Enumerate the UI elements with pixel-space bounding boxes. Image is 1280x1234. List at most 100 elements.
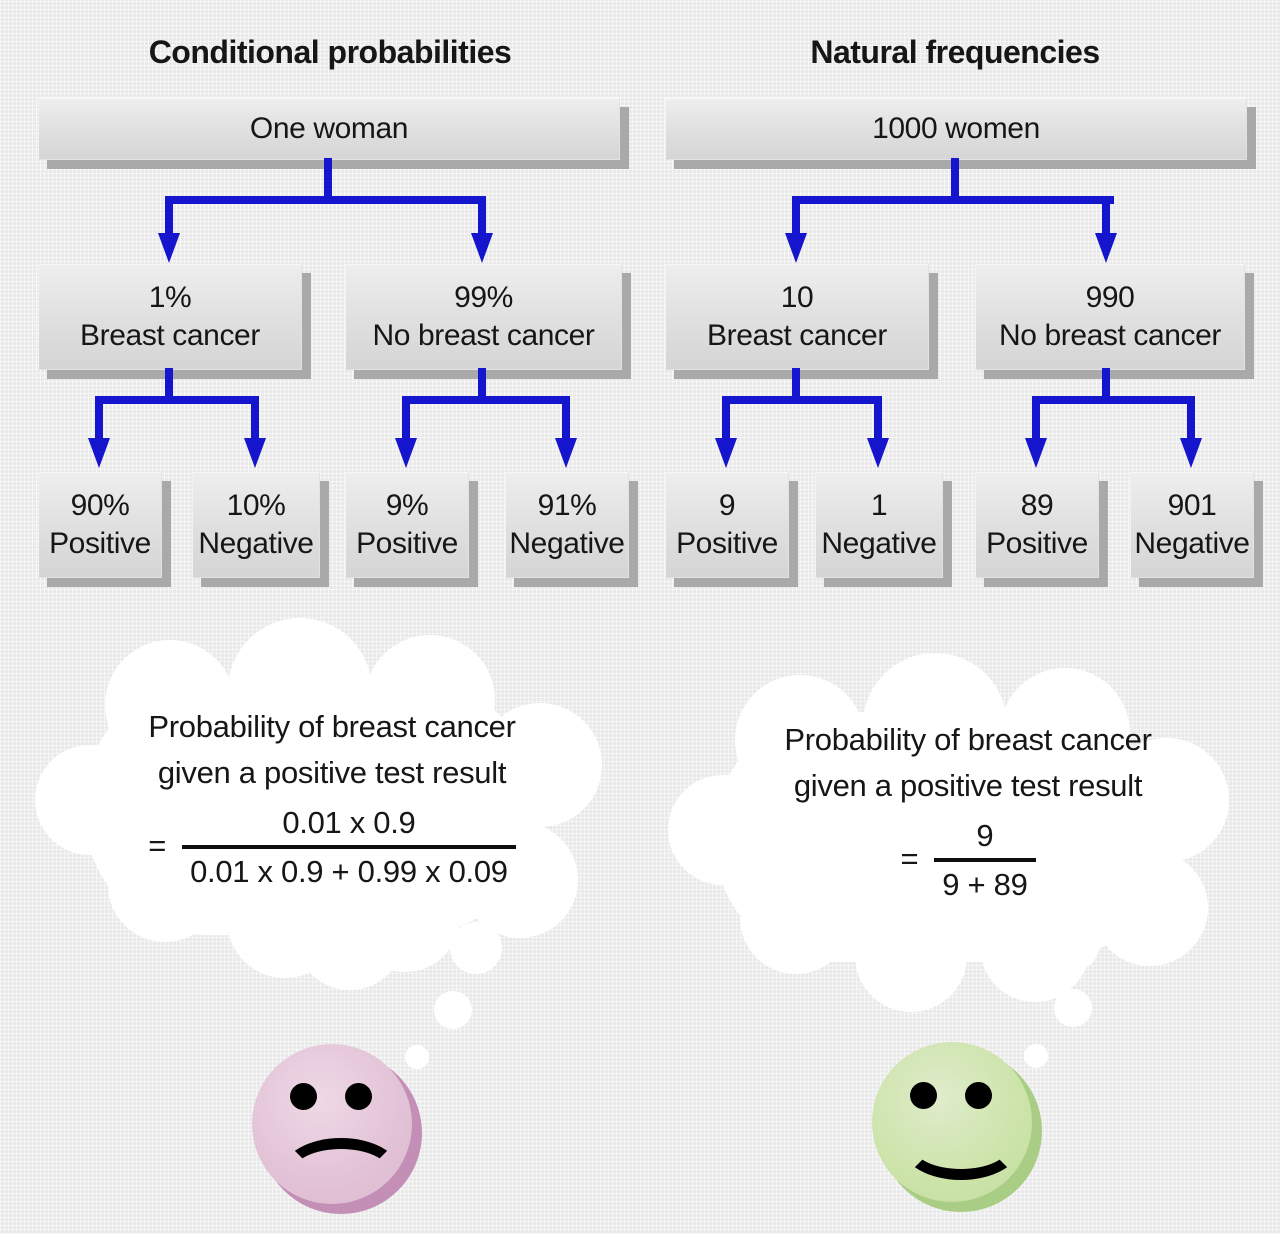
equals-sign: = bbox=[148, 828, 167, 863]
connector-drop bbox=[562, 396, 570, 440]
arrowhead-down-icon bbox=[1180, 438, 1202, 468]
arrowhead-down-icon bbox=[244, 438, 266, 468]
fraction-numerator: 0.01 x 0.9 bbox=[282, 805, 416, 840]
leaf-value: 901 bbox=[1167, 488, 1217, 522]
arrowhead-down-icon bbox=[785, 233, 807, 263]
leaf-negative: 901 Negative bbox=[1130, 472, 1254, 578]
smile-mouth-icon bbox=[902, 1112, 1020, 1180]
equals-sign: = bbox=[900, 841, 919, 876]
connector-drop bbox=[792, 196, 800, 236]
connector-stem bbox=[324, 158, 332, 200]
frown-mouth-icon bbox=[282, 1138, 400, 1206]
leaf-label: Positive bbox=[676, 527, 778, 560]
node-one-woman: One woman bbox=[38, 98, 620, 160]
connector-drop bbox=[251, 396, 259, 440]
cloud-body bbox=[715, 712, 1165, 962]
connector-drop bbox=[1032, 396, 1040, 440]
connector-bar bbox=[95, 396, 259, 404]
leaf-negative: 91% Negative bbox=[505, 472, 629, 578]
node-label: Breast cancer bbox=[80, 319, 260, 352]
leaf-value: 10% bbox=[226, 488, 286, 522]
leaf-label: Negative bbox=[509, 527, 625, 560]
arrowhead-down-icon bbox=[471, 233, 493, 263]
connector-drop bbox=[165, 196, 173, 236]
thought-trail-dot bbox=[450, 922, 502, 974]
thought-trail-dot bbox=[434, 991, 472, 1029]
eye-icon bbox=[965, 1082, 992, 1109]
thought-trail-dot bbox=[1054, 989, 1092, 1027]
connector-drop bbox=[722, 396, 730, 440]
connector-drop bbox=[1102, 196, 1110, 236]
thought-line-1: Probability of breast cancer bbox=[784, 722, 1152, 757]
connector-drop bbox=[1187, 396, 1195, 440]
fraction-denominator: 9 + 89 bbox=[934, 858, 1036, 904]
cloud-body bbox=[85, 680, 535, 935]
node-value: 990 bbox=[1085, 280, 1135, 314]
thought-text: Probability of breast cancer given a pos… bbox=[718, 717, 1218, 904]
node-label: One woman bbox=[249, 111, 409, 145]
leaf-label: Negative bbox=[1134, 527, 1250, 560]
arrowhead-down-icon bbox=[555, 438, 577, 468]
connector-stem bbox=[792, 368, 800, 402]
connector-stem bbox=[165, 368, 173, 402]
natural-frequencies-title: Natural frequencies bbox=[810, 34, 1100, 70]
fraction-denominator: 0.01 x 0.9 + 0.99 x 0.09 bbox=[182, 845, 516, 891]
thought-line-1: Probability of breast cancer bbox=[148, 709, 516, 744]
node-breast-cancer-pct: 1% Breast cancer bbox=[38, 264, 302, 370]
connector-bar bbox=[792, 196, 1114, 204]
leaf-positive: 9 Positive bbox=[665, 472, 789, 578]
node-value: 99% bbox=[454, 280, 513, 314]
thought-trail-dot bbox=[1024, 1044, 1048, 1068]
connector-drop bbox=[874, 396, 882, 440]
fraction-numerator: 9 bbox=[976, 818, 994, 853]
arrowhead-down-icon bbox=[715, 438, 737, 468]
thought-line-2: given a positive test result bbox=[793, 768, 1143, 803]
connector-bar bbox=[722, 396, 882, 404]
connector-bar bbox=[402, 396, 570, 404]
thought-text: Probability of breast cancer given a pos… bbox=[82, 704, 582, 891]
eye-icon bbox=[345, 1083, 372, 1110]
bayes-formula: = 9 9 + 89 bbox=[718, 817, 1218, 904]
node-label: No breast cancer bbox=[998, 319, 1222, 352]
eye-icon bbox=[290, 1083, 317, 1110]
node-breast-cancer-count: 10 Breast cancer bbox=[665, 264, 929, 370]
arrowhead-down-icon bbox=[395, 438, 417, 468]
node-no-breast-cancer-pct: 99% No breast cancer bbox=[345, 264, 622, 370]
leaf-value: 1 bbox=[870, 488, 888, 522]
connector-bar bbox=[1032, 396, 1195, 404]
arrowhead-down-icon bbox=[1095, 233, 1117, 263]
leaf-negative: 10% Negative bbox=[192, 472, 320, 578]
connector-stem bbox=[951, 158, 959, 200]
node-label: Breast cancer bbox=[707, 319, 887, 352]
leaf-value: 9 bbox=[718, 488, 736, 522]
arrowhead-down-icon bbox=[88, 438, 110, 468]
eye-icon bbox=[910, 1082, 937, 1109]
connector-drop bbox=[478, 196, 486, 236]
node-1000-women: 1000 women bbox=[665, 98, 1247, 160]
arrowhead-down-icon bbox=[158, 233, 180, 263]
arrowhead-down-icon bbox=[867, 438, 889, 468]
leaf-value: 9% bbox=[385, 488, 429, 522]
connector-bar bbox=[165, 196, 486, 204]
connector-stem bbox=[478, 368, 486, 402]
node-value: 10 bbox=[780, 280, 814, 314]
thought-line-2: given a positive test result bbox=[157, 755, 507, 790]
bayes-formula: = 0.01 x 0.9 0.01 x 0.9 + 0.99 x 0.09 bbox=[82, 804, 582, 891]
node-label: 1000 women bbox=[872, 111, 1040, 145]
node-label: No breast cancer bbox=[372, 319, 595, 352]
conditional-probabilities-title: Conditional probabilities bbox=[148, 34, 512, 70]
leaf-label: Negative bbox=[198, 527, 314, 560]
leaf-label: Positive bbox=[356, 527, 458, 560]
node-value: 1% bbox=[148, 280, 192, 314]
fraction: 0.01 x 0.9 0.01 x 0.9 + 0.99 x 0.09 bbox=[182, 804, 516, 891]
leaf-label: Negative bbox=[821, 527, 937, 560]
leaf-positive: 90% Positive bbox=[38, 472, 162, 578]
leaf-positive: 9% Positive bbox=[345, 472, 469, 578]
leaf-value: 89 bbox=[1020, 488, 1054, 522]
node-no-breast-cancer-count: 990 No breast cancer bbox=[975, 264, 1245, 370]
leaf-value: 91% bbox=[537, 488, 597, 522]
connector-stem bbox=[1102, 368, 1110, 402]
face-circle bbox=[872, 1042, 1032, 1202]
arrowhead-down-icon bbox=[1025, 438, 1047, 468]
